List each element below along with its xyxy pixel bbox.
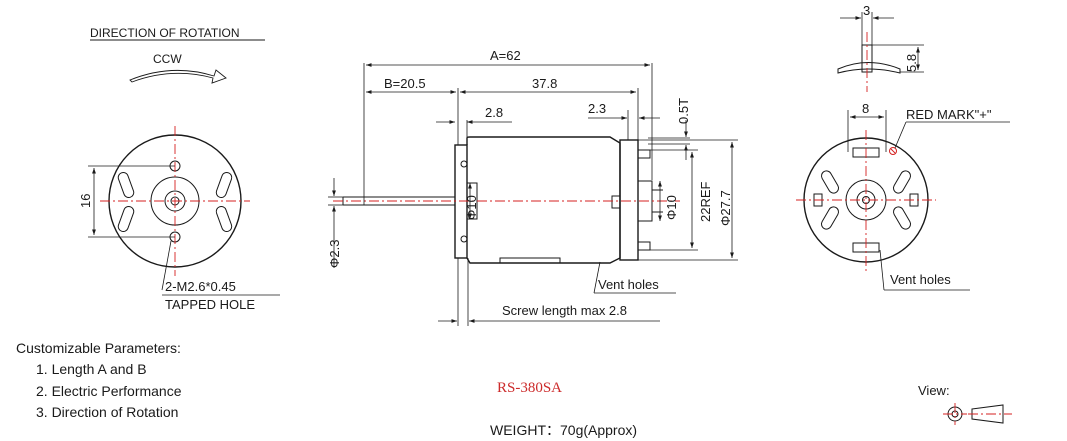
terminal-side <box>637 149 651 159</box>
params-title: Customizable Parameters: <box>16 340 181 356</box>
front-vent-slot <box>117 205 135 233</box>
vent-holes-side-label: Vent holes <box>598 277 659 292</box>
end-cap <box>619 139 639 261</box>
shaft-dia-label: Φ2.3 <box>327 240 342 268</box>
rear-vent-slot <box>893 206 911 230</box>
params-item: 1. Length A and B <box>36 361 147 377</box>
motor-can <box>466 136 621 264</box>
tapped-hole-spec: 2-M2.6*0.45 <box>165 279 236 294</box>
vent-holes-rear-label: Vent holes <box>890 272 951 287</box>
vent-holes-leader <box>593 261 601 294</box>
terminal-detail <box>837 62 901 74</box>
terminal-height-label: 5.8 <box>904 54 919 72</box>
red-mark-side <box>611 195 621 209</box>
screw-length-label: Screw length max 2.8 <box>502 303 627 318</box>
bearing-offset-label: 0.5T <box>676 98 691 124</box>
weight-label: WEIGHT：70g(Approx) <box>490 422 637 438</box>
front-vent-slot <box>117 171 135 199</box>
rear-vent-leader <box>879 249 885 291</box>
terminal-span-label: 22REF <box>698 181 713 222</box>
rear-vent-slot <box>893 170 911 194</box>
front-view: DIRECTION OF ROTATION CCW 16 2-M2.6*0.45… <box>78 26 280 312</box>
tapped-hole-leader <box>161 240 172 291</box>
side-view: A=62 B=20.5 37.8 2.8 2.3 0.5T Φ10 Φ10 22… <box>327 48 738 326</box>
params-item: 3. Direction of Rotation <box>36 404 178 420</box>
params-item: 2. Electric Performance <box>36 383 182 399</box>
red-mark-label: RED MARK"+" <box>906 107 992 122</box>
view-symbol: View: <box>918 383 1012 425</box>
rear-boss-dia-label: Φ10 <box>664 195 679 220</box>
model-name: RS-380SA <box>497 380 562 396</box>
rear-vent-slot <box>821 170 839 194</box>
customizable-params: Customizable Parameters: 1. Length A and… <box>16 340 182 420</box>
ccw-arrow-icon <box>129 69 227 84</box>
rear-boss-label: 2.3 <box>588 101 606 116</box>
vent-hole-slot <box>499 257 561 263</box>
rear-vent-slot <box>821 206 839 230</box>
hole-spacing-label: 16 <box>78 194 93 208</box>
view-label: View: <box>918 383 950 398</box>
front-vent-slot <box>215 171 233 199</box>
front-boss-dia-label: Φ10 <box>464 195 479 220</box>
front-vent-slot <box>215 205 233 233</box>
side-screw-head <box>460 160 468 168</box>
side-screw-head <box>460 235 468 243</box>
red-mark-icon <box>889 147 897 155</box>
terminal-side <box>637 241 651 251</box>
body-dia-label: Φ27.7 <box>718 190 733 226</box>
red-mark-icon <box>890 148 896 154</box>
terminal-pitch-label: 8 <box>862 101 869 116</box>
rotation-title: DIRECTION OF ROTATION <box>90 26 240 40</box>
front-boss-label: 2.8 <box>485 105 503 120</box>
red-mark-leader <box>894 121 907 149</box>
overall-length-label: A=62 <box>490 48 521 63</box>
tapped-hole-label: TAPPED HOLE <box>165 297 255 312</box>
terminal-width-label: 3 <box>863 3 870 18</box>
view-cone-icon <box>971 404 1004 424</box>
rotation-direction: CCW <box>153 52 182 66</box>
body-length-label: 37.8 <box>532 76 557 91</box>
rear-view: 3 5.8 8 RED MARK"+" Vent holes <box>796 3 1010 291</box>
shaft-length-label: B=20.5 <box>384 76 426 91</box>
